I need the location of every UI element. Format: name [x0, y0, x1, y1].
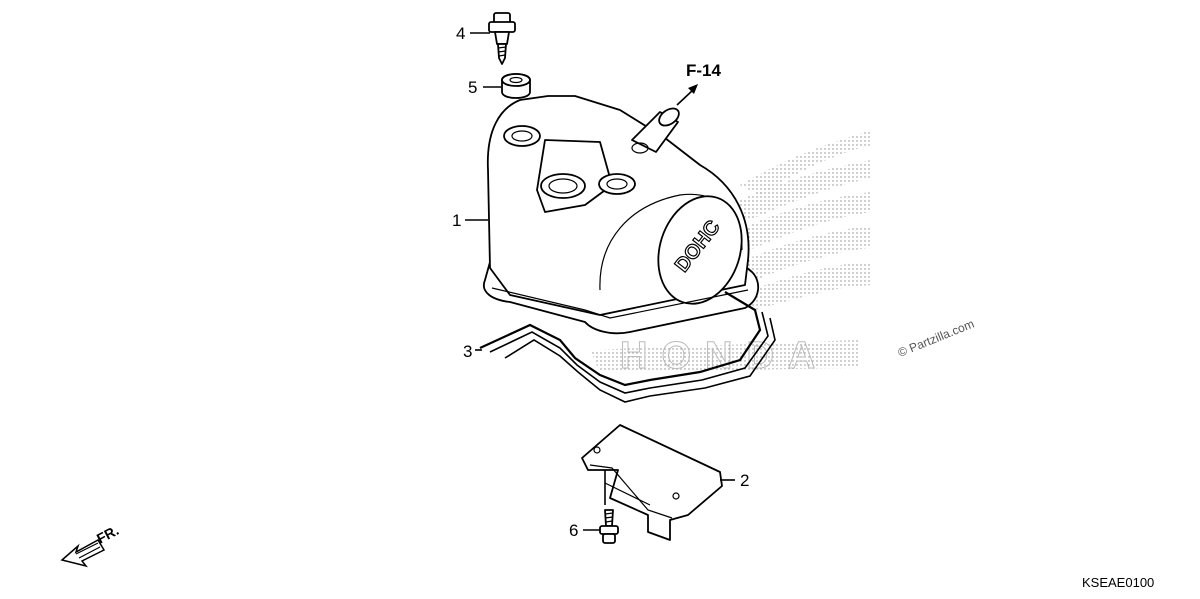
- callout-5: 5: [468, 78, 477, 97]
- front-direction-marker: FR.: [60, 522, 121, 568]
- diagram-code: KSEAE0100: [1082, 575, 1154, 590]
- bolt-part-6: [599, 509, 619, 544]
- watermark-text: © Partzilla.com: [896, 317, 976, 360]
- leader-lines: [465, 32, 735, 531]
- background-brand-text: HONDA: [620, 335, 829, 377]
- callout-1: 1: [452, 211, 461, 230]
- callout-4: 4: [456, 24, 465, 43]
- cylinder-head-cover-part-1: DOHC: [483, 95, 760, 335]
- plate-part-2: [581, 424, 723, 541]
- callout-6: 6: [569, 521, 578, 540]
- grommet-part-5: [501, 73, 531, 99]
- reference-label: F-14: [686, 61, 722, 80]
- bolt-part-4: [488, 12, 516, 65]
- background-brand-wing: [590, 130, 872, 372]
- gasket-part-3: [479, 291, 776, 403]
- callout-2: 2: [740, 471, 749, 490]
- callout-3: 3: [463, 342, 472, 361]
